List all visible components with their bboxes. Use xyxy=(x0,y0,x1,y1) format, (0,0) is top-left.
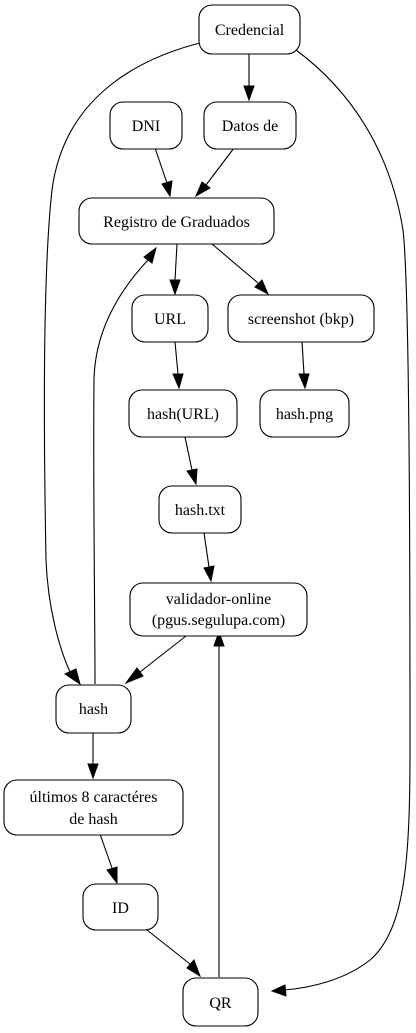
edge-dni-registro xyxy=(154,147,173,198)
svg-text:hash.txt: hash.txt xyxy=(175,502,226,519)
node-ultimos: últimos 8 caractéres de hash xyxy=(3,779,184,836)
svg-text:QR: QR xyxy=(209,995,232,1012)
node-hash-url: hash(URL) xyxy=(128,389,238,438)
svg-text:ID: ID xyxy=(112,900,129,917)
svg-text:validador-online: validador-online xyxy=(166,591,271,608)
edge-id-qr xyxy=(146,929,201,978)
svg-text:Datos de: Datos de xyxy=(222,118,278,135)
edge-hashtxt-validador xyxy=(203,532,215,583)
svg-text:DNI: DNI xyxy=(132,118,160,135)
svg-text:de hash: de hash xyxy=(69,811,117,828)
edge-ultimos-id xyxy=(99,833,118,885)
node-id: ID xyxy=(82,883,159,931)
svg-text:(pgus.segulupa.com): (pgus.segulupa.com) xyxy=(152,612,285,629)
svg-text:Registro de Graduados: Registro de Graduados xyxy=(103,214,250,231)
edge-url-hashurl xyxy=(172,341,184,390)
svg-text:URL: URL xyxy=(154,311,186,328)
edge-hash-registro xyxy=(93,246,157,685)
node-url: URL xyxy=(131,294,209,343)
edge-credencial-qr xyxy=(270,49,411,997)
edge-credencial-hash xyxy=(43,41,205,686)
edge-credencial-datos xyxy=(243,54,255,102)
svg-text:últimos 8 caractéres: últimos 8 caractéres xyxy=(30,789,158,806)
svg-text:Credencial: Credencial xyxy=(215,22,285,39)
edge-hash-ultimos xyxy=(87,733,99,780)
node-hash: hash xyxy=(55,684,132,734)
node-dni: DNI xyxy=(109,101,183,150)
node-hash-txt: hash.txt xyxy=(158,485,242,534)
edge-datos-registro xyxy=(194,147,235,198)
edge-hashurl-hashtxt xyxy=(184,436,198,486)
edge-validador-hash xyxy=(124,635,187,685)
svg-text:screenshot (bkp): screenshot (bkp) xyxy=(248,311,354,328)
svg-text:hash: hash xyxy=(79,701,108,718)
edge-screenshot-hashpng xyxy=(298,341,310,390)
node-hash-png: hash.png xyxy=(259,389,350,438)
edge-registro-url xyxy=(169,243,181,296)
node-screenshot: screenshot (bkp) xyxy=(227,294,375,343)
svg-text:hash.png: hash.png xyxy=(276,406,333,423)
node-qr: QR xyxy=(182,977,259,1027)
node-credencial: Credencial xyxy=(198,4,301,55)
edge-qr-validador xyxy=(213,630,225,977)
node-validador: validador-online (pgus.segulupa.com) xyxy=(129,582,308,637)
node-registro: Registro de Graduados xyxy=(78,197,275,245)
node-datos: Datos de xyxy=(203,101,297,150)
edge-registro-screenshot xyxy=(211,243,270,296)
svg-text:hash(URL): hash(URL) xyxy=(147,406,219,423)
